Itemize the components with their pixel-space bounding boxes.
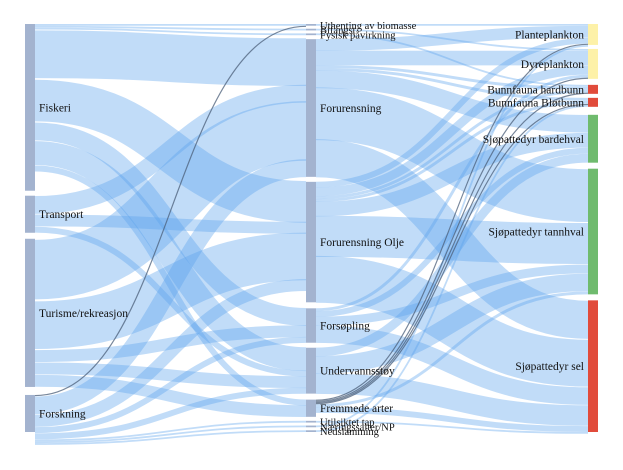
node-naering[interactable] bbox=[306, 425, 316, 428]
flow-forskning-forsopling bbox=[34, 336, 307, 434]
node-tannhval[interactable] bbox=[588, 168, 598, 295]
flow-fremmede-blotbunn bbox=[315, 103, 589, 405]
node-forurensning[interactable] bbox=[306, 39, 316, 177]
node-dyreplankton[interactable] bbox=[588, 48, 598, 79]
node-label-nedslamming: Nedslamming bbox=[320, 427, 380, 438]
node-label-transport: Transport bbox=[39, 209, 84, 221]
node-fremmede[interactable] bbox=[306, 399, 316, 417]
flow-utilsiktet-sel bbox=[315, 420, 589, 434]
node-bifangst[interactable] bbox=[306, 28, 316, 31]
flow-olje-dyreplankton bbox=[315, 65, 589, 197]
node-label-undervannsstoy: Undervannsstøy bbox=[320, 366, 395, 378]
node-label-fremmede: Fremmede arter bbox=[320, 403, 393, 415]
flow-olje-hardbunn bbox=[315, 89, 589, 200]
node-label-fiskeri: Fiskeri bbox=[39, 102, 71, 114]
flow-fremmede-hardbunn bbox=[315, 92, 589, 404]
flow-forsopling-sel bbox=[315, 325, 589, 405]
node-transport[interactable] bbox=[25, 195, 35, 233]
flow-fysisk-hardbunn bbox=[315, 33, 589, 87]
flow-turisme-olje bbox=[34, 232, 307, 350]
flow-fremmede-tannhval bbox=[315, 291, 589, 408]
node-planteplankton[interactable] bbox=[588, 24, 598, 45]
flow-forurensning-hardbunn bbox=[315, 64, 589, 90]
node-label-sel: Sjøpattedyr sel bbox=[515, 361, 584, 373]
flow-fiskeri-forurensning bbox=[34, 30, 307, 86]
node-label-forsopling: Forsøpling bbox=[320, 321, 370, 333]
node-label-hardbunn: Bunnfauna hardbunn bbox=[487, 84, 584, 96]
flow-forskning-uthenting bbox=[34, 25, 307, 397]
node-label-naering: Næringssalter/NP bbox=[320, 422, 395, 433]
flow-fiskeri-undervannsstoy bbox=[34, 141, 307, 372]
node-label-utilsiktet: Utilsiktet tap bbox=[320, 418, 375, 429]
flow-transport-forurensning bbox=[34, 84, 307, 214]
flow-turisme-forsopling bbox=[34, 325, 307, 363]
node-forskning[interactable] bbox=[25, 394, 35, 432]
node-sel[interactable] bbox=[588, 300, 598, 432]
node-label-dyreplankton: Dyreplankton bbox=[521, 59, 584, 71]
node-undervannsstoy[interactable] bbox=[306, 347, 316, 394]
node-label-bardehval: Sjøpattedyr bardehval bbox=[483, 134, 584, 146]
flow-olje-planteplankton bbox=[315, 37, 589, 188]
flow-forsopling-dyreplankton bbox=[315, 74, 589, 312]
node-label-turisme: Turisme/rekreasjon bbox=[39, 308, 128, 320]
node-utilsiktet[interactable] bbox=[306, 420, 316, 423]
flow-nedslamming-blotbunn bbox=[315, 105, 589, 433]
node-label-tannhval: Sjøpattedyr tannhval bbox=[489, 227, 585, 239]
flow-fremmede-planteplankton bbox=[315, 43, 589, 401]
node-uthenting[interactable] bbox=[306, 24, 316, 26]
node-blotbunn[interactable] bbox=[588, 97, 598, 107]
node-label-planteplankton: Planteplankton bbox=[515, 29, 584, 41]
flow-fiskeri-forsopling bbox=[34, 122, 307, 326]
node-label-bifangst: Bifangst bbox=[320, 26, 356, 37]
flow-turisme-fremmede bbox=[34, 374, 307, 418]
flow-fremmede-sel bbox=[315, 407, 589, 432]
flow-undervannsstoy-sel bbox=[315, 373, 589, 426]
flow-bifangst-dyreplankton bbox=[315, 28, 589, 51]
node-label-olje: Forurensning Olje bbox=[320, 237, 404, 249]
flow-forurensning-bardehval bbox=[315, 70, 589, 133]
flow-forurensning-planteplankton bbox=[315, 25, 589, 51]
flows-layer bbox=[33, 23, 589, 445]
flow-transport-undervannsstoy bbox=[34, 226, 307, 377]
flow-forurensning-tannhval bbox=[315, 87, 589, 222]
flow-fiskeri-fremmede bbox=[34, 165, 307, 406]
flow-olje-blotbunn bbox=[315, 100, 589, 202]
flow-forskning-naering bbox=[34, 425, 307, 444]
flow-forskning-forurensning bbox=[34, 159, 307, 415]
flow-naering-planteplankton bbox=[315, 44, 589, 428]
flow-transport-olje bbox=[34, 214, 307, 234]
flow-fiskeri-fysisk bbox=[34, 27, 307, 36]
node-fiskeri[interactable] bbox=[25, 24, 35, 191]
node-label-fysisk: Fysisk påvirkning bbox=[320, 30, 396, 41]
flow-forskning-utilsiktet bbox=[34, 420, 307, 442]
node-nedslamming[interactable] bbox=[306, 430, 316, 432]
flow-forurensning-blotbunn bbox=[315, 67, 589, 101]
labels-layer: FiskeriTransportTurisme/rekreasjonForskn… bbox=[39, 21, 584, 438]
flow-olje-sel bbox=[315, 255, 589, 387]
flow-fiskeri-bifangst bbox=[34, 25, 307, 31]
node-label-forskning: Forskning bbox=[39, 408, 86, 420]
flow-forskning-olje bbox=[34, 279, 307, 427]
node-hardbunn[interactable] bbox=[588, 84, 598, 94]
node-turisme[interactable] bbox=[25, 238, 35, 387]
flow-olje-bardehval bbox=[315, 132, 589, 217]
flow-forskning-undervannsstoy bbox=[34, 387, 307, 440]
node-bardehval[interactable] bbox=[588, 114, 598, 163]
flow-turisme-undervannsstoy bbox=[34, 362, 307, 389]
flow-forsopling-tannhval bbox=[315, 264, 589, 326]
flow-turisme-forurensning bbox=[33, 101, 308, 300]
node-fysisk[interactable] bbox=[306, 33, 316, 36]
flow-fremmede-dyreplankton bbox=[315, 77, 589, 402]
node-label-uthenting: Uthenting av biomasse bbox=[320, 21, 417, 32]
flow-forsopling-bardehval bbox=[315, 147, 589, 317]
flow-fiskeri-olje bbox=[34, 79, 307, 223]
node-label-forurensning: Forurensning bbox=[320, 103, 382, 115]
flow-undervannsstoy-tannhval bbox=[315, 273, 589, 374]
nodes-layer bbox=[25, 24, 598, 432]
node-label-blotbunn: Bunnfauna Bløtbunn bbox=[488, 97, 584, 109]
node-forsopling[interactable] bbox=[306, 308, 316, 343]
node-olje[interactable] bbox=[306, 181, 316, 303]
flow-forskning-nedslamming bbox=[34, 430, 307, 445]
